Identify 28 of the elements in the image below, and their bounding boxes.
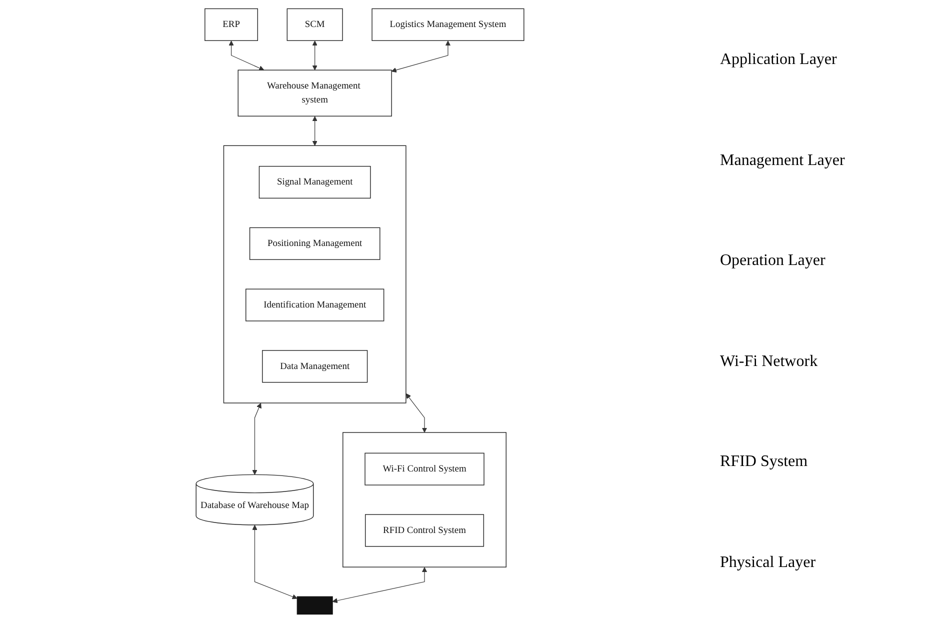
layer-label: Management Layer — [720, 152, 846, 170]
layer-label: Application Layer — [720, 51, 838, 70]
node-box — [249, 227, 380, 260]
cluster — [342, 432, 506, 568]
layer-label: RFID System — [720, 453, 809, 472]
node-box — [365, 514, 484, 547]
arrow — [406, 393, 428, 433]
node-box — [204, 8, 258, 41]
node-box — [262, 350, 368, 383]
arrow — [252, 402, 262, 475]
layer-label: Operation Layer — [720, 252, 826, 270]
node-box — [286, 8, 343, 41]
diagram-drawing: Wi-Fi Control System RFID Control System Signal Management Positioning Management Identification Management Data Management ERP SCM Logistics Management System Warehouse Management system Database of Warehouse Map — [0, 4, 720, 619]
cluster — [223, 145, 406, 404]
arrow — [312, 116, 318, 146]
layer-label: Wi-Fi Network — [720, 352, 819, 371]
arrow — [391, 40, 451, 73]
arrow — [312, 40, 318, 70]
node-box — [372, 8, 524, 41]
node-box — [258, 166, 371, 199]
node-box — [238, 70, 392, 116]
arrow — [332, 567, 428, 604]
node-box — [246, 288, 384, 322]
layer-label: Physical Layer — [720, 554, 817, 572]
arrow — [228, 40, 264, 71]
arrow — [252, 524, 298, 600]
node-bar — [296, 596, 333, 615]
node-box — [364, 452, 484, 486]
